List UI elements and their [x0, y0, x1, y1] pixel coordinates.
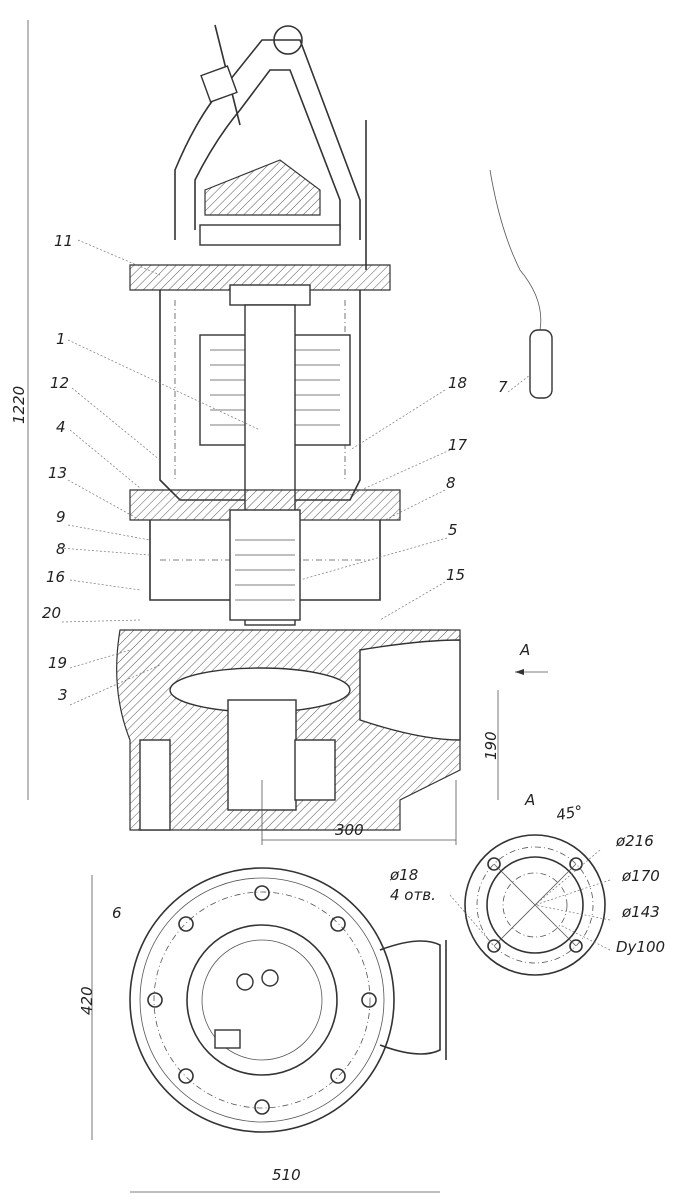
junction-box	[214, 1029, 241, 1049]
callout-19: 19	[48, 654, 67, 672]
callout-20: 20	[42, 604, 61, 622]
callout-13: 13	[48, 464, 67, 482]
plan-view	[129, 867, 447, 1133]
callout-6: 6	[112, 904, 122, 922]
lifting-handle	[174, 39, 361, 240]
dim-outlet-offset-300: 300	[335, 821, 364, 839]
dim-plan-depth-420: 420	[78, 986, 96, 1015]
dim-outlet-height-190: 190	[482, 731, 500, 760]
upper-bearing	[229, 284, 311, 306]
nominal-bore-dy100: Dy100	[616, 938, 665, 956]
angle-45: 45°	[555, 802, 584, 824]
pump-section-view	[116, 24, 553, 831]
view-a-title: A	[524, 791, 535, 809]
callout-16: 16	[46, 568, 65, 586]
cover-section	[204, 159, 321, 216]
discharge-outlet	[359, 639, 461, 741]
top-flange	[129, 264, 391, 291]
hole-diameter-18: ø18	[389, 866, 418, 884]
hole-count: 4 отв.	[390, 886, 436, 904]
dim-plan-width-510: 510	[272, 1166, 301, 1184]
diameter-216: ø216	[615, 832, 654, 850]
callout-18: 18	[448, 374, 467, 392]
callout-11: 11	[54, 232, 73, 250]
mechanical-seal	[229, 509, 301, 621]
callout-8-right: 8	[446, 474, 456, 492]
callout-3: 3	[58, 686, 68, 704]
callout-1: 1	[56, 330, 66, 348]
callout-5: 5	[448, 521, 458, 539]
flange-view-a: A 45° ø216 ø170 ø143 Dy100 ø18 4 отв.	[389, 791, 665, 976]
seal-chamber-flange	[129, 489, 401, 521]
callout-7: 7	[498, 378, 508, 396]
float-switch	[529, 329, 553, 399]
shackle-clamp	[200, 65, 238, 103]
callout-8-left: 8	[56, 540, 66, 558]
callout-17: 17	[448, 436, 468, 454]
diameter-143: ø143	[621, 903, 660, 921]
dim-height-1220: 1220	[10, 386, 28, 424]
callout-15: 15	[446, 566, 465, 584]
diameter-170: ø170	[621, 867, 660, 885]
callout-leaders	[59, 239, 531, 706]
float-switch-cable	[489, 169, 542, 331]
callout-12: 12	[50, 374, 69, 392]
dimension-lines: 1220 190 300 420 510 A	[10, 20, 548, 1193]
callout-4: 4	[56, 418, 66, 436]
view-a-arrow-label: A	[519, 641, 530, 659]
callout-labels: 11 1 12 4 13 9 8 16 20 19 3 18 17 8 5 15…	[42, 232, 508, 922]
callout-9: 9	[56, 508, 66, 526]
lifting-eye	[273, 25, 303, 55]
